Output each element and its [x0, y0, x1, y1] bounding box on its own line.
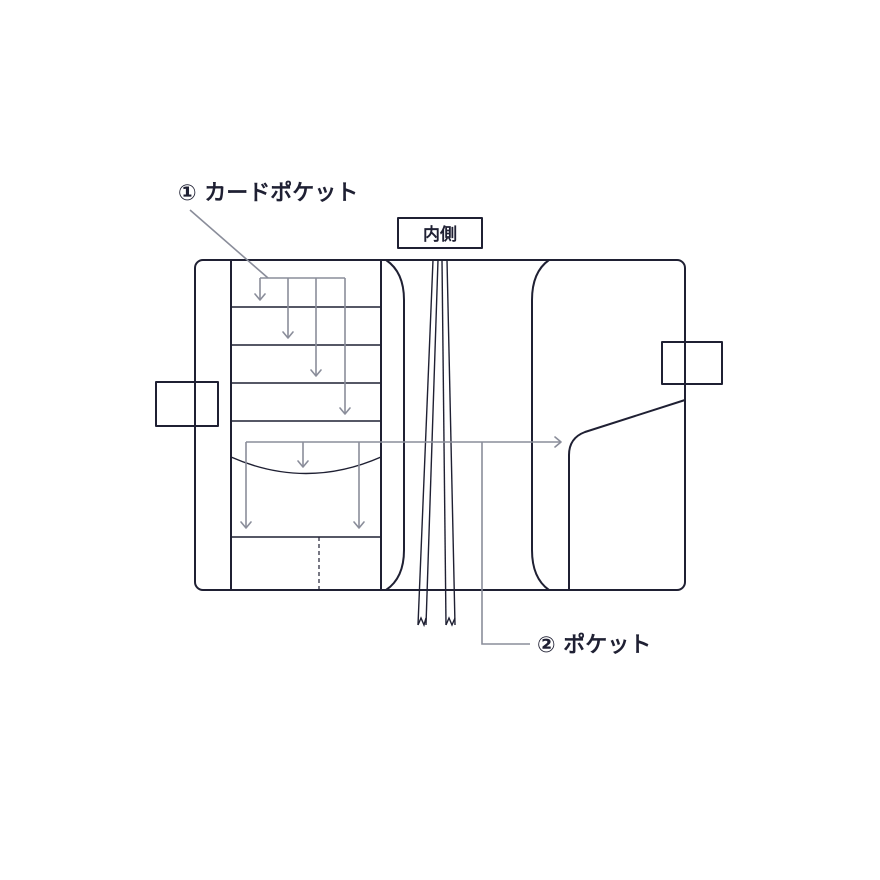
pocket-leaders [240, 436, 562, 645]
left-strap-tab [155, 381, 219, 427]
card-pocket-label: ① カードポケット [178, 180, 358, 206]
cover-outline [194, 259, 686, 591]
spine-right-curve [531, 259, 550, 591]
card-pocket-leaders [189, 209, 351, 415]
card-pocket-slots [231, 306, 381, 422]
pocket-label: ② ポケット [537, 632, 651, 658]
spine-left-curve [385, 259, 405, 591]
lower-left-pocket-opening [230, 456, 382, 475]
right-strap-tab [661, 341, 723, 385]
inside-title-box: 内側 [397, 217, 483, 249]
inside-title: 内側 [423, 224, 457, 245]
right-pocket-outline [568, 399, 686, 590]
